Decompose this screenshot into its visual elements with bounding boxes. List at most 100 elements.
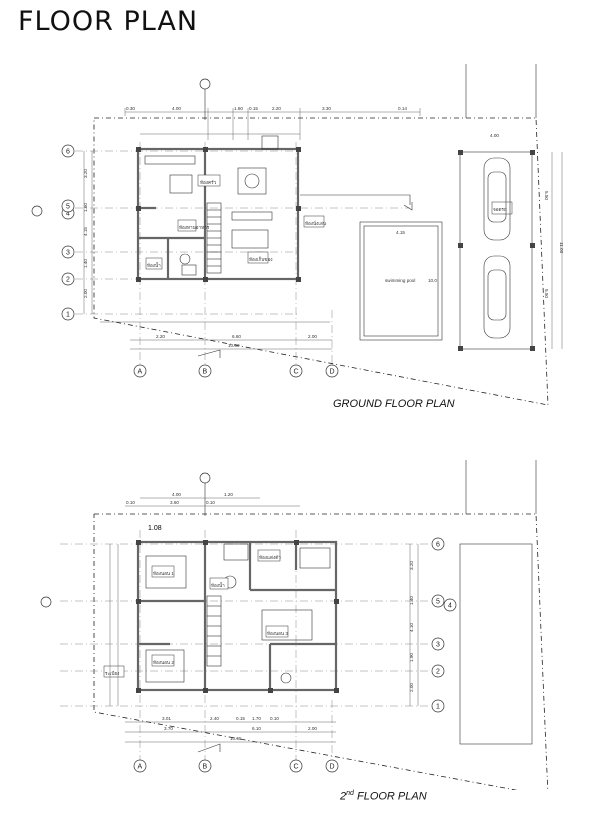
dim2-top-1: 4.00 (172, 492, 181, 497)
grid2-number-2: 2 (436, 669, 440, 676)
room-tag-3: ห้องน้ำ (147, 262, 161, 268)
pool-dim-0: 4.15 (396, 230, 405, 235)
room2-tag-4: ห้องแต่งตัว (259, 554, 281, 560)
grid-letter-b: B (203, 369, 208, 376)
left-dimensions-2 (109, 544, 119, 706)
grid2-number-3: 3 (436, 642, 440, 649)
grid-bubbles-numbers: 1 2 3 4 5 6 (31, 144, 75, 321)
top-dimensions: 0.30 4.00 1.60 0.15 2.20 3.30 0.14 4.00 (124, 106, 499, 140)
label-1-08: 1.08 (148, 525, 162, 532)
grid-number-6: 6 (66, 149, 70, 156)
row-dim-1: 1.60 (83, 203, 88, 212)
row-dim-0: 3.20 (83, 169, 88, 178)
right-dim-0: 5.50 (544, 191, 549, 200)
bottom2-dim-5: 3.70 (164, 726, 173, 731)
bottom2-dim-4: 0.10 (270, 716, 279, 721)
grid2-number-5: 5 (436, 599, 440, 606)
top-dimensions-2: 0.10 4.00 1.20 3.60 0.10 1.08 (125, 492, 300, 532)
grid2-number-1: 1 (436, 704, 440, 711)
room-tags-2: ห้องนอน 1 ห้องนอน 2 ห้องนอน 3 ห้องน้ำ ห้… (103, 549, 288, 678)
grid2-letter-c: C (294, 764, 299, 771)
bottom-dim-0: 2.20 (156, 334, 165, 339)
grid-bubbles-letters-2: A B C D (133, 759, 339, 773)
caption-ordinal-suffix: nd (346, 790, 354, 797)
carport: 5.50 11.00 5.50 (458, 150, 564, 351)
row2-dim-2: 4.10 (409, 623, 414, 632)
section-marker-left-icon (40, 596, 52, 608)
right-dimensions-2: 3.20 1.40 4.10 1.90 2.00 (409, 544, 419, 706)
grid2-number-4: 4 (448, 603, 452, 610)
structural-columns-2 (136, 540, 339, 693)
grid-letter-d: D (330, 369, 335, 376)
grid-number-4: 4 (66, 211, 70, 218)
section-marker-icon-2 (199, 472, 211, 516)
row-dim-4: 2.00 (83, 289, 88, 298)
section-marker-icon (199, 78, 211, 120)
grid-bubbles-numbers-2: 1 2 3 4 5 6 (431, 537, 457, 713)
grid-number-1: 1 (66, 312, 70, 319)
room-tag-0: ห้องครัว (200, 179, 217, 185)
open-area-outline (459, 543, 533, 745)
bottom2-dim-0: 3.01 (162, 716, 171, 721)
bottom2-dim-2: 0.15 (236, 716, 245, 721)
ground-floor-caption: GROUND FLOOR PLAN (333, 398, 455, 410)
room-tag-4: ห้องเก็บของ (249, 255, 272, 262)
grid-bubbles-letters: A B C D (133, 364, 339, 378)
site-boundary-2 (93, 513, 549, 790)
row2-dim-4: 2.00 (409, 683, 414, 692)
pool-label: swimming pool (385, 278, 415, 283)
row-dim-3: 1.40 (83, 259, 88, 268)
dim-top-7: 4.00 (490, 133, 499, 138)
bottom2-dim-7: 2.00 (308, 726, 317, 731)
room2-tag-0: ห้องนอน 1 (153, 571, 174, 576)
dim-top-0: 0.30 (126, 106, 135, 111)
grid-number-2: 2 (66, 277, 70, 284)
grid2-letter-a: A (138, 764, 143, 771)
grid-number-3: 3 (66, 250, 70, 257)
row2-dim-3: 1.90 (409, 653, 414, 662)
swimming-pool: swimming pool 4.15 10.0 (359, 221, 443, 341)
dim2-top-2: 1.20 (224, 492, 233, 497)
grid-letter-a: A (138, 369, 143, 376)
second-floor-plan: 0.10 4.00 1.20 3.60 0.10 1.08 (40, 460, 549, 790)
room2-tag-3: ห้องน้ำ (211, 582, 225, 588)
dim2-top-0: 0.10 (126, 500, 135, 505)
dim2-top-3: 3.60 (170, 500, 179, 505)
page-title: FLOOR PLAN (18, 6, 199, 37)
room2-tag-2: ห้องนอน 3 (267, 631, 288, 636)
dim-top-4: 2.20 (272, 106, 281, 111)
bottom-dimensions-2: 3.01 2.40 0.15 1.70 0.10 3.70 6.10 2.00 … (125, 716, 336, 743)
bottom2-dim-3: 1.70 (252, 716, 261, 721)
room-tags: ห้องครัว ห้องนั่งเล่น ห้องทานอาหาร ห้องน… (145, 174, 513, 270)
left-dimensions: 3.20 1.60 4.15 1.40 2.00 (83, 151, 93, 314)
grid-lines-2 (60, 530, 430, 760)
room-tag-1: ห้องนั่งเล่น (305, 220, 327, 226)
right-dim-2: 5.50 (544, 289, 549, 298)
grid2-letter-d: D (330, 764, 335, 771)
pool-dim-1: 10.0 (428, 278, 437, 283)
row2-dim-0: 3.20 (409, 561, 414, 570)
dim-top-2: 1.60 (234, 106, 243, 111)
bottom-dim-1: 6.60 (232, 334, 241, 339)
right-dim-1: 11.00 (559, 242, 564, 254)
dim-top-6: 0.14 (398, 106, 407, 111)
house-walls-2 (136, 540, 338, 692)
row-dim-2: 4.15 (83, 227, 88, 236)
bottom-dim-3: 2.00 (308, 334, 317, 339)
house-walls (136, 135, 300, 281)
caption-rest: FLOOR PLAN (353, 790, 427, 803)
bottom2-dim-1: 2.40 (210, 716, 219, 721)
second-floor-caption: 2nd FLOOR PLAN (340, 790, 427, 803)
structural-columns (136, 147, 301, 282)
dim-top-3: 0.15 (249, 106, 258, 111)
dim-top-5: 3.30 (322, 106, 331, 111)
bottom2-dim-6: 6.10 (252, 726, 261, 731)
caption-ordinal: 2 (340, 790, 347, 803)
room-tag-5: จอดรถ (493, 207, 507, 212)
grid2-number-6: 6 (436, 542, 440, 549)
bottom-dimensions: 2.20 6.60 10.00 2.00 (100, 321, 332, 350)
ground-floor-plan: 0.30 4.00 1.60 0.15 2.20 3.30 0.14 4.00 (31, 64, 564, 406)
bottom-dim-2: 10.00 (228, 343, 240, 348)
grid-letter-c: C (294, 369, 299, 376)
room2-tag-5: ระเบียง (105, 670, 119, 676)
